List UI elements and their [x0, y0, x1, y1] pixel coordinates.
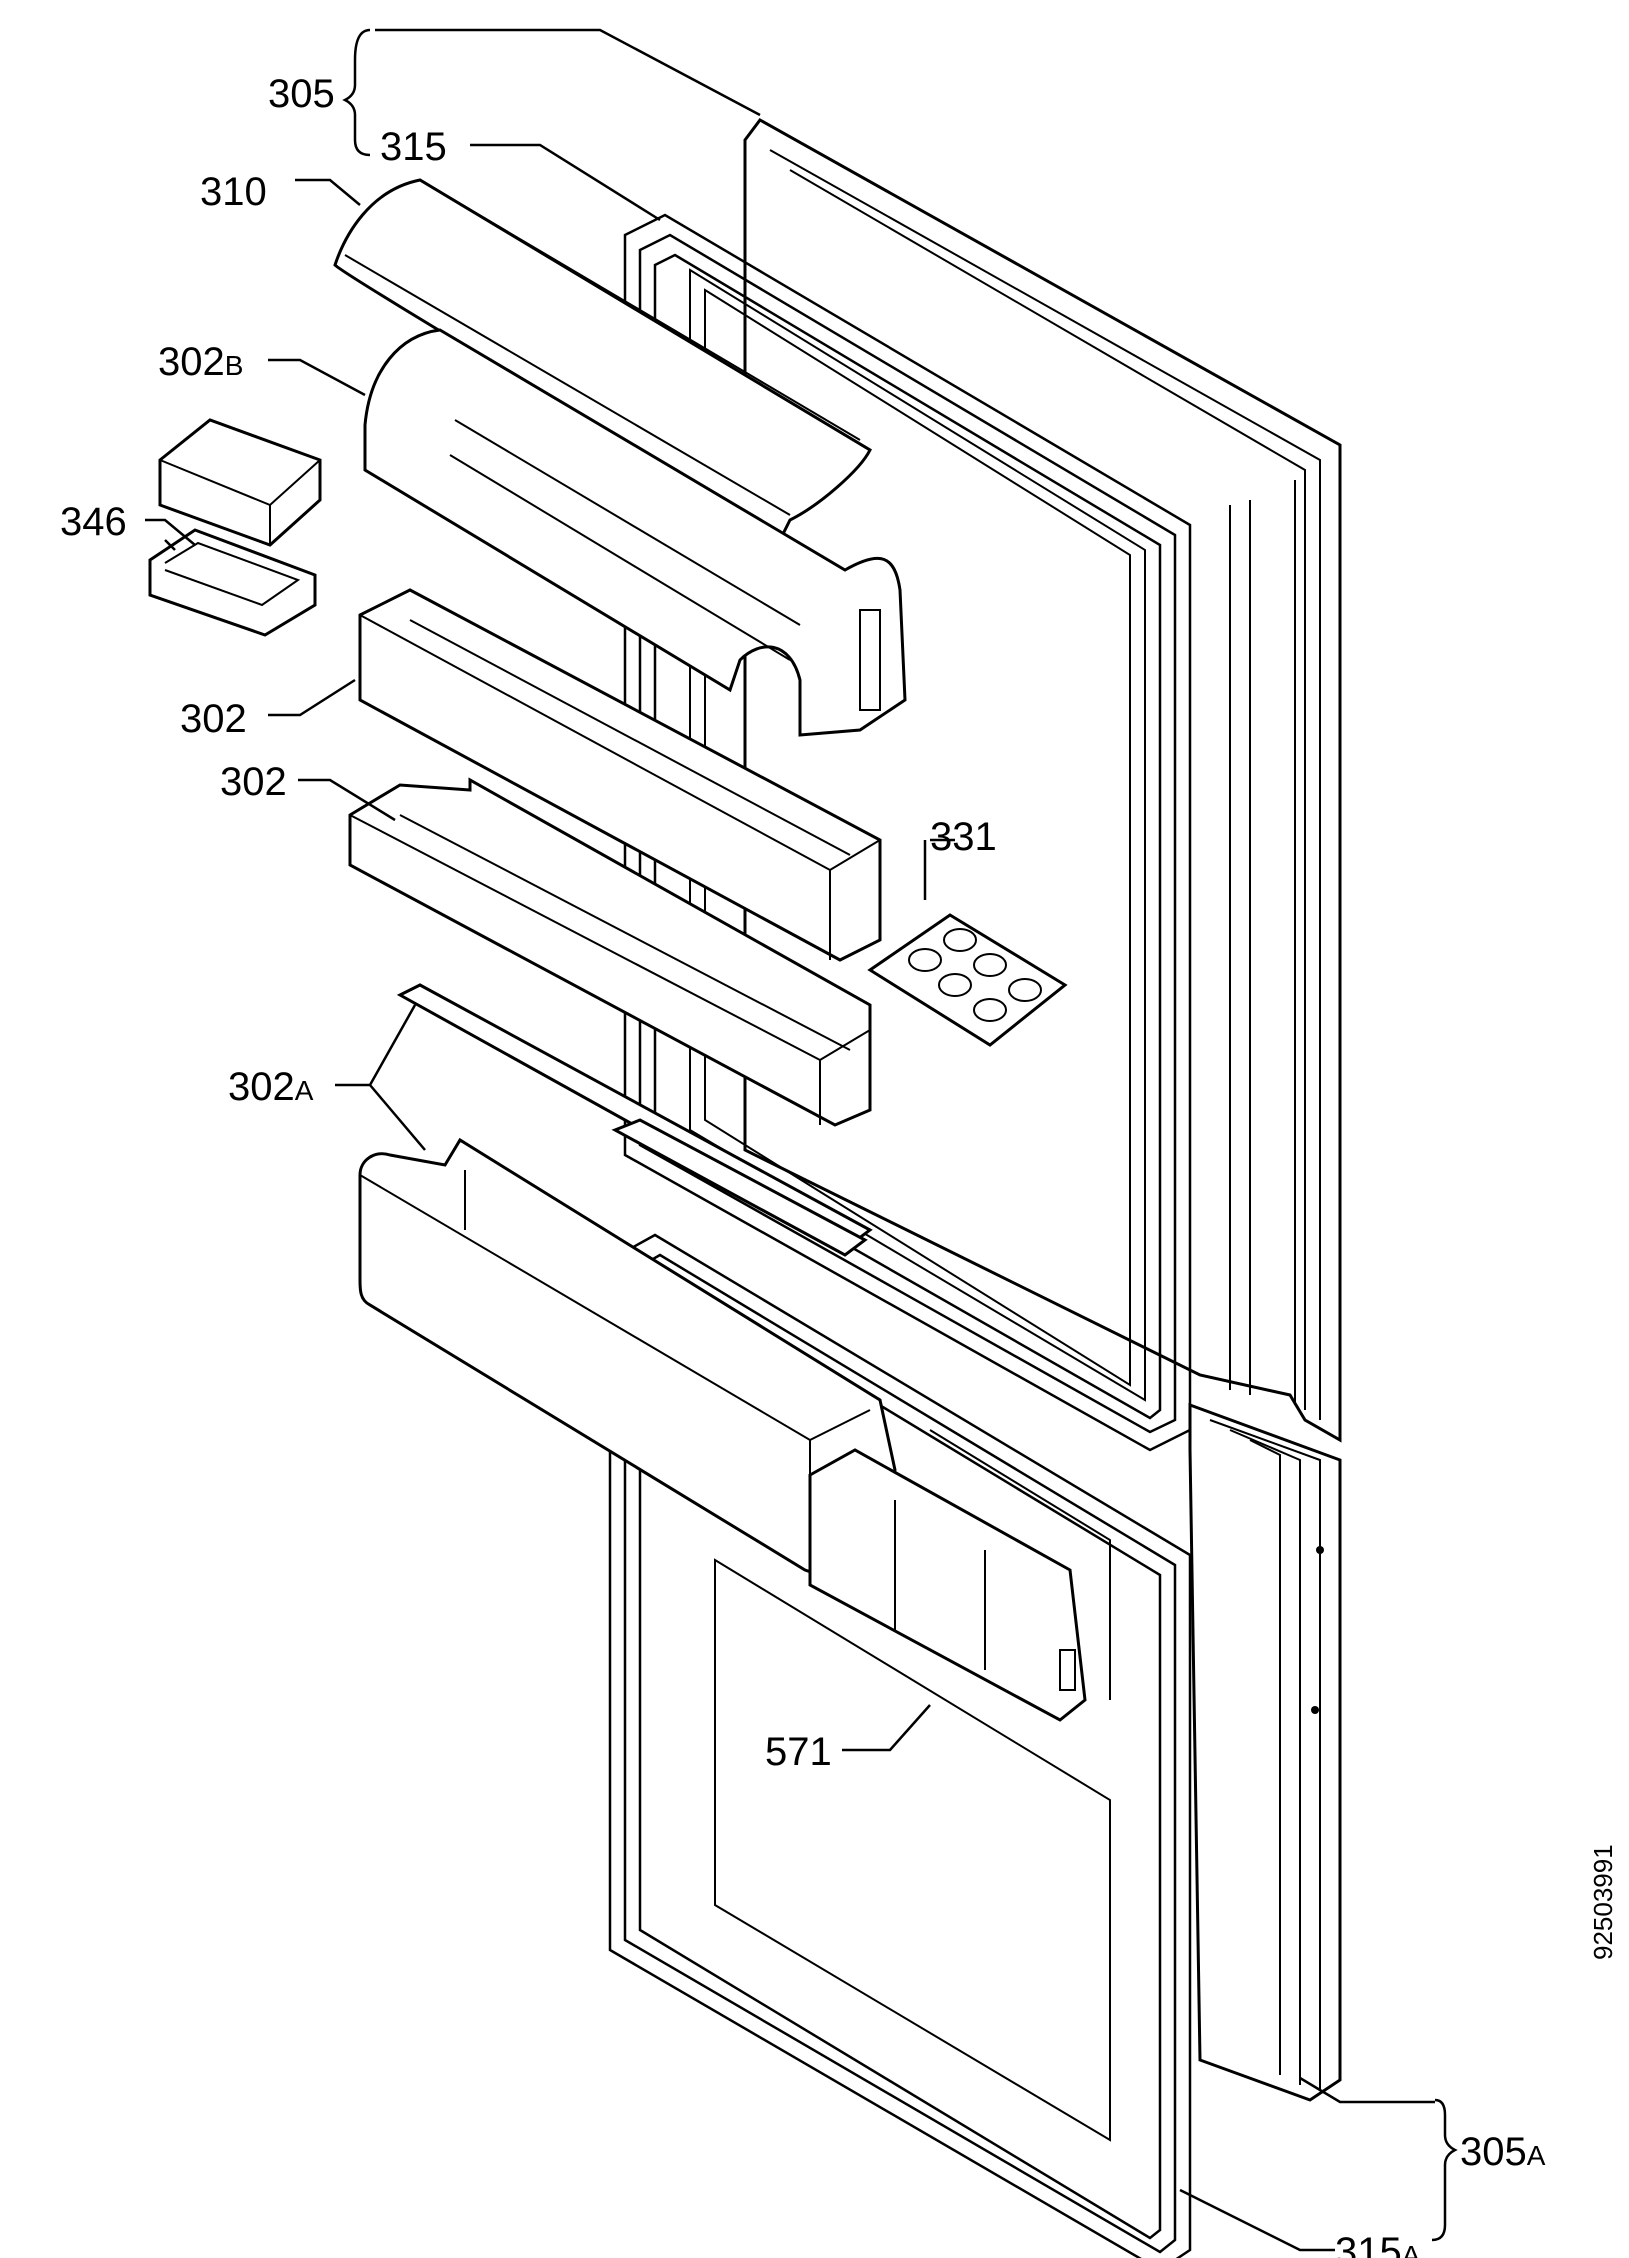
leader-lines: [145, 28, 1458, 2252]
label-346: 346: [60, 500, 127, 544]
label-302-second: 302: [220, 760, 287, 804]
part-302b-balcony: [363, 328, 907, 737]
lower-door-panel: [1188, 1402, 1342, 2102]
part-571-drawer: [808, 1448, 1087, 1722]
part-302-shelf-2: [348, 777, 872, 1127]
label-315: 315: [380, 125, 447, 169]
label-305a: 305A: [1460, 2130, 1546, 2174]
part-346-box: [148, 418, 322, 637]
label-310: 310: [200, 170, 267, 214]
label-302a-number: 302: [228, 1065, 295, 1109]
label-305: 305: [268, 72, 335, 116]
label-305a-number: 305: [1460, 2130, 1527, 2174]
part-331-egg-tray: [867, 913, 1068, 1047]
label-305a-suffix: A: [1527, 2140, 1546, 2171]
label-315a-number: 315: [1335, 2230, 1402, 2258]
drawing-number: 92503991: [1588, 1844, 1618, 1960]
label-302b-suffix: B: [225, 350, 244, 381]
label-302-first: 302: [180, 697, 247, 741]
label-302a-suffix: A: [295, 1075, 314, 1106]
label-302b-number: 302: [158, 340, 225, 384]
label-315a-suffix: A: [1402, 2240, 1421, 2258]
label-302b: 302B: [158, 340, 243, 384]
label-571: 571: [765, 1730, 832, 1774]
label-302a: 302A: [228, 1065, 314, 1109]
part-302a-strip: [396, 983, 873, 1257]
part-302-shelf-1: [358, 588, 882, 962]
label-315a: 315A: [1335, 2230, 1421, 2258]
label-331: 331: [930, 815, 997, 859]
part-labels: 305 315 310 302B 346 302 302 331 302A 57…: [60, 72, 1618, 2258]
